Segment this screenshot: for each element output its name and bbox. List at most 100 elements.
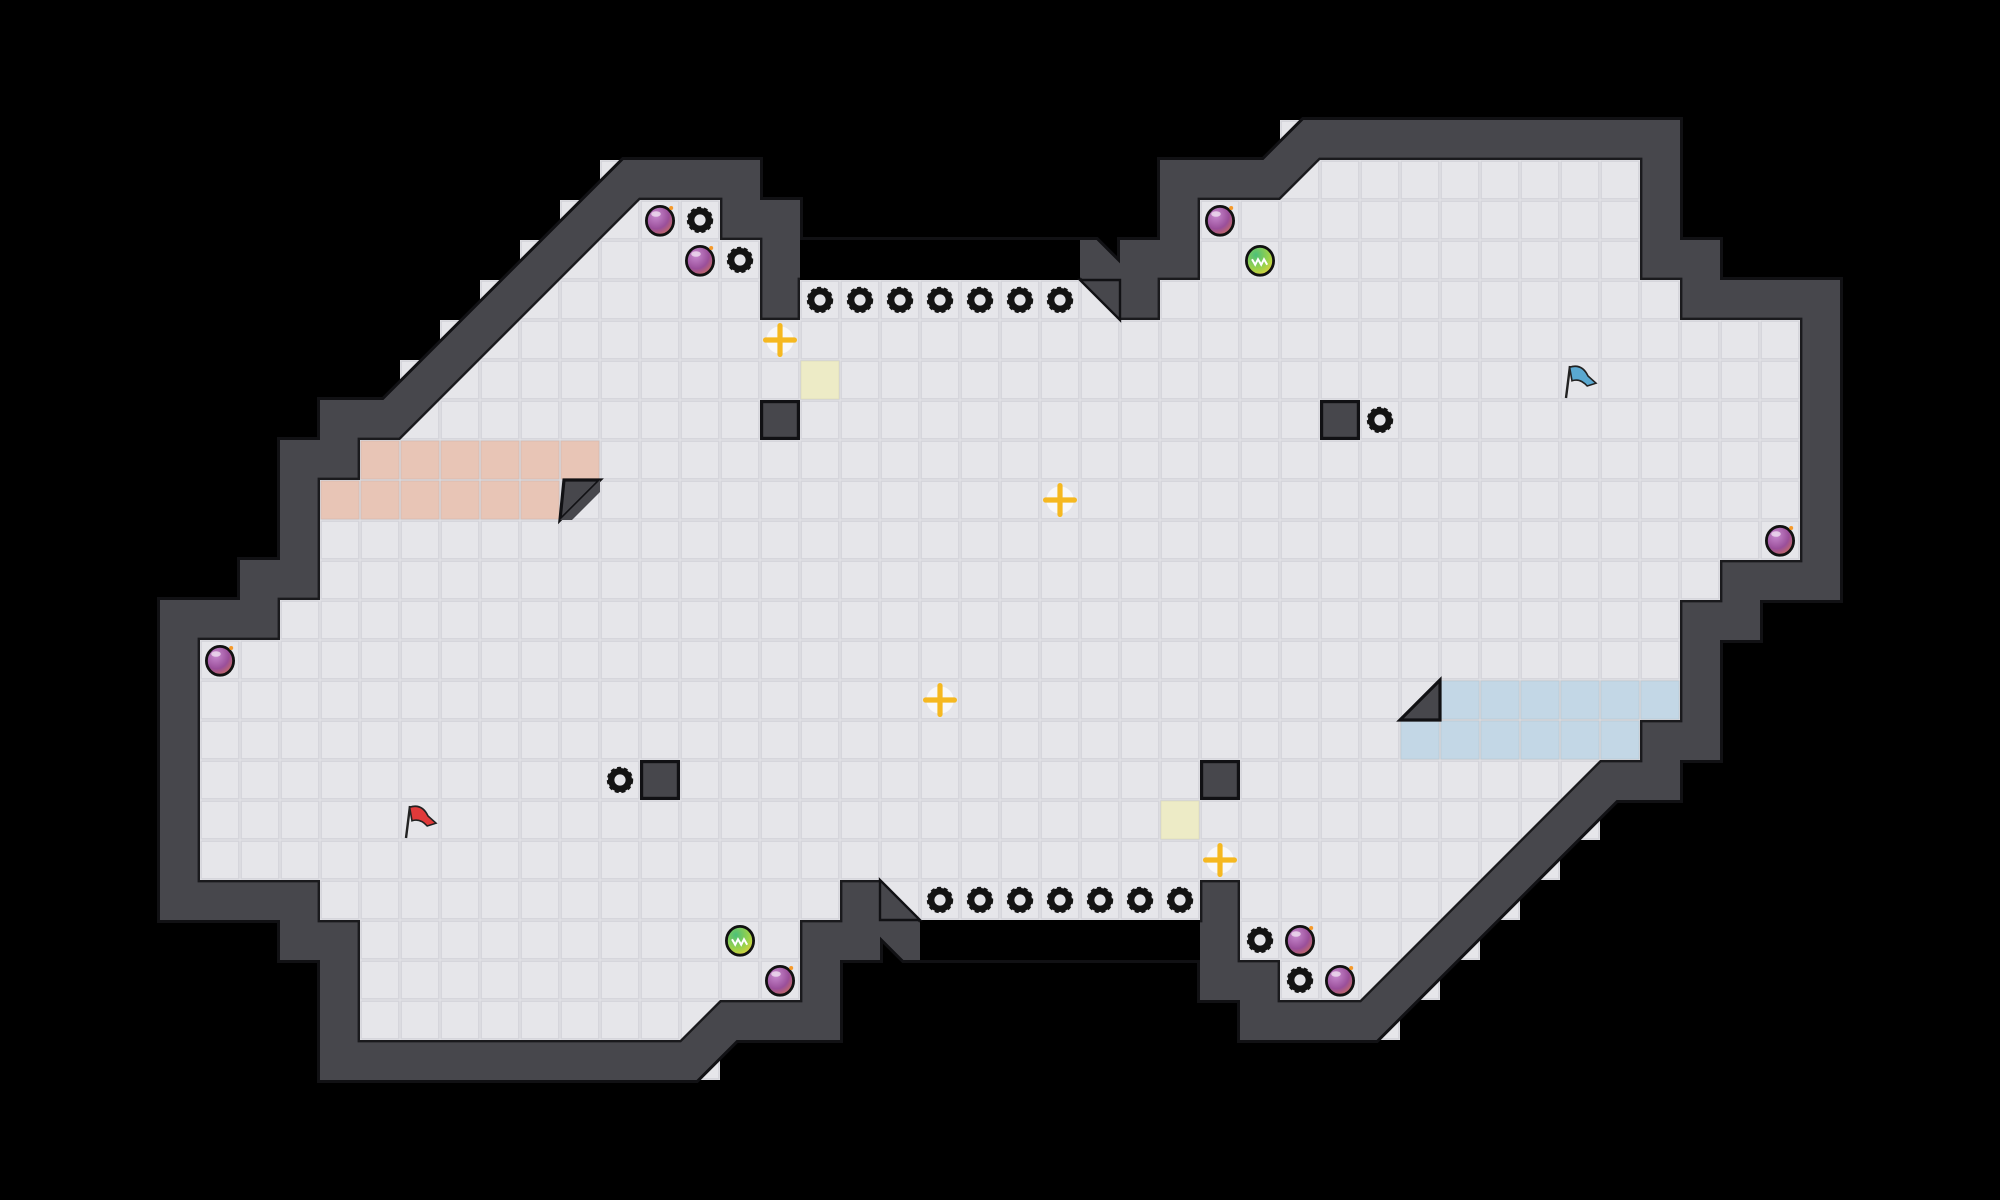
bomb-fuse xyxy=(1349,966,1354,970)
gear-ring xyxy=(928,288,952,312)
red-team-zone-tile xyxy=(360,440,400,480)
bomb-icon[interactable] xyxy=(764,964,796,997)
gear-ring xyxy=(688,208,712,232)
spike-gear-icon xyxy=(606,766,634,794)
gear-ring xyxy=(1008,888,1032,912)
blue-team-zone-tile xyxy=(1560,680,1600,720)
gear-ring xyxy=(728,248,752,272)
red-team-zone-tile xyxy=(560,440,600,480)
bomb-icon[interactable] xyxy=(684,244,716,277)
crosshair-powerup-icon[interactable] xyxy=(923,683,957,717)
wall-block xyxy=(640,760,681,801)
bomb-icon[interactable] xyxy=(204,644,236,677)
bomb-fuse xyxy=(1789,526,1794,530)
spike-gear-icon xyxy=(1046,886,1074,914)
bomb-shine xyxy=(211,651,221,657)
blue-team-zone-tile xyxy=(1440,680,1480,720)
gear-ring xyxy=(1008,288,1032,312)
spike-gear-icon xyxy=(686,206,714,234)
bomb-body xyxy=(1324,964,1356,997)
bomb-icon[interactable] xyxy=(1204,204,1236,237)
bomb-body xyxy=(1284,924,1316,957)
gear-ring xyxy=(968,888,992,912)
gear-ring xyxy=(1088,888,1112,912)
bomb-icon[interactable] xyxy=(644,204,676,237)
bomb-icon[interactable] xyxy=(1764,524,1796,557)
bomb-body xyxy=(644,204,676,237)
cross-shape xyxy=(1203,843,1237,877)
bomb-icon[interactable] xyxy=(1324,964,1356,997)
bomb-teeth xyxy=(1251,257,1269,267)
crosshair-powerup-icon[interactable] xyxy=(1043,483,1077,517)
gear-ring xyxy=(968,288,992,312)
blue-team-zone-tile xyxy=(1560,720,1600,760)
bomb-body xyxy=(764,964,796,997)
cross-shape xyxy=(763,323,797,357)
gear-ring xyxy=(608,768,632,792)
blue-team-zone-tile xyxy=(1520,680,1560,720)
spike-gear-icon xyxy=(966,886,994,914)
blue-team-zone-tile xyxy=(1520,720,1560,760)
open-edge-bottom xyxy=(920,920,1200,960)
gear-ring xyxy=(808,288,832,312)
blue-team-zone-tile xyxy=(1400,720,1440,760)
blue-team-zone-tile xyxy=(1440,720,1480,760)
bomb-fuse xyxy=(229,646,234,650)
spike-gear-icon xyxy=(1006,286,1034,314)
yellow-pad-tile xyxy=(800,360,840,400)
flag-pole xyxy=(404,805,412,839)
blue-team-zone-tile xyxy=(1480,680,1520,720)
floor-strip xyxy=(920,880,1200,920)
gear-ring xyxy=(1128,888,1152,912)
cross-shape xyxy=(923,683,957,717)
red-team-zone-tile xyxy=(400,480,440,520)
bomb-fuse xyxy=(709,246,714,250)
spike-gear-icon xyxy=(1366,406,1394,434)
gear-ring xyxy=(1368,408,1392,432)
blue-team-zone-tile xyxy=(1600,720,1640,760)
blue-team-zone-tile xyxy=(1480,720,1520,760)
wall-block xyxy=(760,399,801,440)
spike-gear-icon xyxy=(726,246,754,274)
gear-ring xyxy=(1248,928,1272,952)
bomb-fuse xyxy=(1309,926,1314,930)
spike-gear-icon xyxy=(1086,886,1114,914)
spike-gear-icon xyxy=(1126,886,1154,914)
red-team-zone-tile xyxy=(520,440,560,480)
red-team-zone-tile xyxy=(440,480,480,520)
gear-ring xyxy=(888,288,912,312)
bomb-body xyxy=(204,644,236,677)
crosshair-powerup-icon[interactable] xyxy=(1203,843,1237,877)
spike-gear-icon xyxy=(926,886,954,914)
spike-gear-icon xyxy=(926,286,954,314)
crosshair-powerup-icon[interactable] xyxy=(763,323,797,357)
bomb-body xyxy=(684,244,716,277)
red-team-zone-tile xyxy=(400,440,440,480)
bomb-fuse xyxy=(1229,206,1234,210)
green-bomb-icon[interactable] xyxy=(1244,244,1276,277)
yellow-pad-tile xyxy=(1160,800,1200,840)
wall-wedge xyxy=(878,877,923,922)
bomb-shine xyxy=(1211,211,1221,217)
bomb-icon[interactable] xyxy=(1284,924,1316,957)
red-flag-icon[interactable] xyxy=(404,805,438,839)
cross-shape xyxy=(1043,483,1077,517)
spike-gear-icon xyxy=(886,286,914,314)
spike-gear-icon xyxy=(1046,286,1074,314)
bomb-fuse xyxy=(669,206,674,210)
flag-pole xyxy=(1564,365,1572,399)
red-team-zone-tile xyxy=(440,440,480,480)
bomb-shine xyxy=(1771,531,1781,537)
gear-ring xyxy=(1168,888,1192,912)
blue-flag-icon[interactable] xyxy=(1564,365,1598,399)
gear-ring xyxy=(928,888,952,912)
green-bomb-icon[interactable] xyxy=(724,924,756,957)
blue-team-zone-tile xyxy=(1600,680,1640,720)
spike-gear-icon xyxy=(1286,966,1314,994)
floor-strip xyxy=(800,280,1080,320)
bomb-body xyxy=(1764,524,1796,557)
wall-block xyxy=(1200,760,1241,801)
gear-ring xyxy=(1048,888,1072,912)
red-team-zone-tile xyxy=(480,440,520,480)
